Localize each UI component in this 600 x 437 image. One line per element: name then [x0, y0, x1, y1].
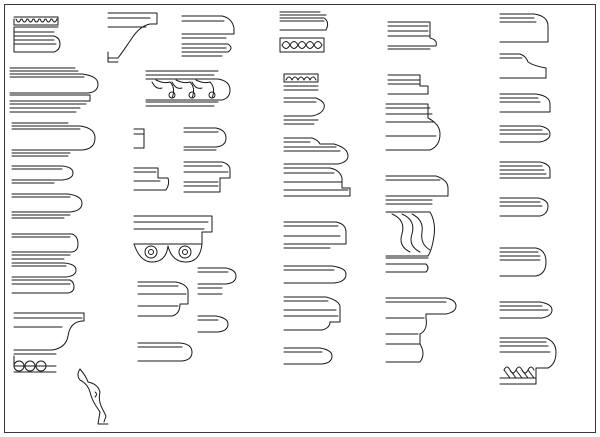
- crown-molding-bullnose-2: [11, 165, 74, 184]
- baluster-profile: [77, 368, 109, 425]
- ogee-step-7: [283, 347, 333, 365]
- step-molding-4: [183, 161, 231, 193]
- chair-rail-2: [137, 342, 193, 362]
- step-molding-6: [197, 315, 229, 333]
- crown-molding-bullnose-3: [11, 193, 83, 219]
- crown-molding-ogee-large: [9, 67, 99, 113]
- ogee-step-3: [283, 167, 351, 197]
- step-molding-5: [197, 267, 237, 295]
- base-cap-1: [387, 21, 437, 50]
- nosing-8: [499, 301, 553, 319]
- crown-molding-ogee-stacked: [11, 233, 79, 294]
- crown-molding-bead-base: [13, 312, 85, 373]
- step-molding-3: [183, 127, 227, 151]
- nosing-1: [499, 13, 549, 43]
- sheet-frame: [4, 4, 596, 433]
- nosing-2: [499, 53, 547, 79]
- step-molding-small-2: [133, 167, 170, 191]
- shelf-bullnose: [385, 297, 457, 363]
- bead-rope-molding: [283, 73, 319, 91]
- ogee-step-1: [283, 97, 325, 125]
- nosing-rope-base: [499, 337, 557, 385]
- ogee-step-4: [283, 221, 347, 249]
- nosing-7: [499, 247, 547, 277]
- base-cap-2: [387, 74, 429, 95]
- cornice-twisted-rope: [385, 175, 449, 273]
- base-cap-3: [385, 103, 441, 151]
- nosing-3: [499, 93, 551, 113]
- nosing-6: [499, 197, 549, 217]
- crown-molding-egg-and-dart: [13, 16, 61, 53]
- nosing-4: [499, 125, 551, 143]
- corbel-acanthus-cornice: [145, 70, 231, 107]
- ogee-step-2: [283, 137, 349, 165]
- cornice-scroll-rosettes: [133, 215, 213, 263]
- chair-rail-1: [137, 281, 189, 317]
- cove-stepped-1: [181, 15, 235, 57]
- nosing-5: [499, 161, 551, 179]
- frieze-guilloche: [279, 11, 329, 53]
- ogee-step-6: [283, 296, 341, 331]
- step-molding-small-1: [133, 128, 145, 149]
- crown-molding-bullnose-1: [11, 122, 96, 157]
- ogee-step-5: [283, 265, 347, 284]
- cove-molding-large: [107, 12, 158, 63]
